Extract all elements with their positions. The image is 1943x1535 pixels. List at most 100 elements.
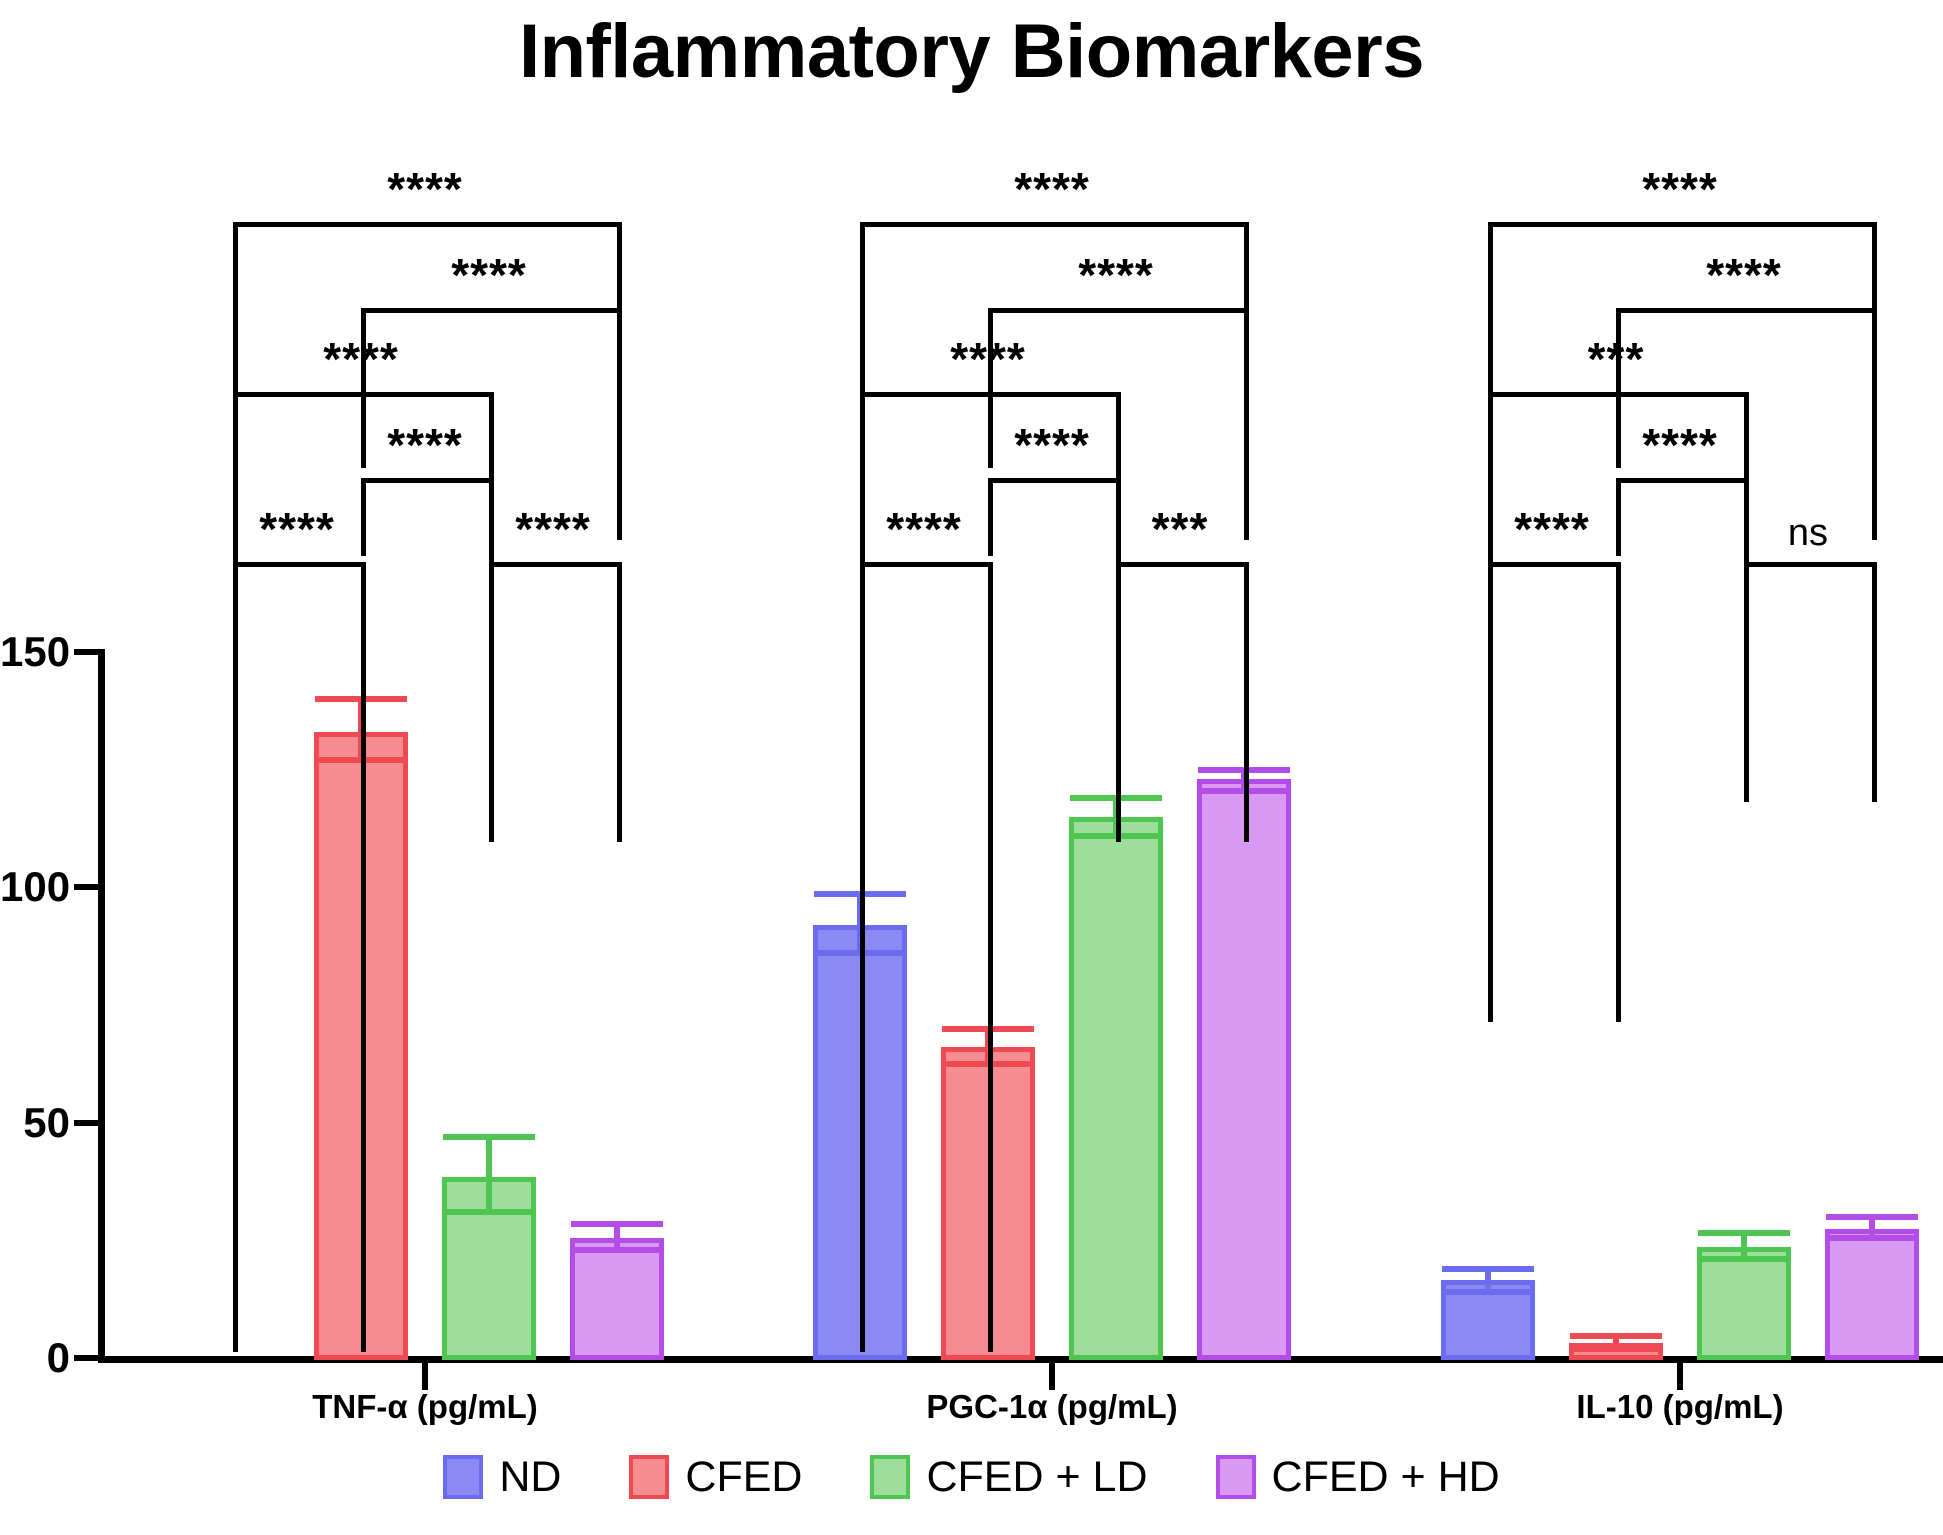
x-axis-group-label: TNF-α (pg/mL) <box>312 1388 538 1425</box>
error-bar-cap-upper <box>1570 1333 1662 1340</box>
bracket-right-arm <box>617 308 622 540</box>
bracket-right-arm <box>1244 562 1249 842</box>
significance-label-stars: **** <box>259 503 335 555</box>
legend-item[interactable]: CFED + LD <box>870 1452 1148 1501</box>
legend-item[interactable]: CFED + HD <box>1215 1452 1500 1501</box>
bracket-left-arm <box>233 562 238 1352</box>
bracket-right-arm <box>1744 392 1749 484</box>
error-bar-cap-upper <box>1698 1230 1790 1237</box>
legend-label: CFED + HD <box>1271 1452 1500 1501</box>
bracket-horizontal <box>988 308 1249 313</box>
bracket-horizontal <box>489 562 622 567</box>
x-axis-tick <box>422 1356 428 1390</box>
error-bar-cap-lower <box>1442 1289 1534 1296</box>
error-bar-cap-upper <box>1826 1213 1918 1220</box>
legend-swatch <box>1215 1455 1256 1499</box>
error-bar-cap-upper <box>443 1133 535 1140</box>
significance-label-stars: **** <box>1642 163 1718 215</box>
significance-label-stars: **** <box>1014 163 1090 215</box>
bracket-horizontal <box>361 308 622 313</box>
x-axis-tick <box>1677 1356 1683 1390</box>
y-axis-line <box>98 649 105 1363</box>
bracket-horizontal <box>1116 562 1249 567</box>
error-bar-stem <box>1613 1336 1619 1349</box>
bracket-right-arm <box>489 392 494 484</box>
y-axis-tick-label: 100 <box>0 863 71 911</box>
significance-label-stars: **** <box>1642 419 1718 471</box>
x-axis-group-label: PGC-1α (pg/mL) <box>926 1388 1178 1425</box>
y-axis-tick <box>74 649 100 655</box>
bracket-horizontal <box>860 222 1249 227</box>
bracket-right-arm <box>1616 562 1621 1022</box>
error-bar-stem <box>1869 1216 1875 1238</box>
error-bar-cap-lower <box>1826 1234 1918 1241</box>
significance-label-stars: **** <box>387 419 463 471</box>
chart-legend: ND CFED CFED + LD CFED + HD <box>0 1455 1943 1499</box>
bar <box>1825 1228 1919 1360</box>
significance-label-stars: **** <box>1706 249 1782 301</box>
bar <box>1197 779 1291 1360</box>
legend-item[interactable]: ND <box>443 1455 561 1499</box>
bracket-right-arm <box>1116 392 1121 484</box>
error-bar-cap-upper <box>1442 1265 1534 1272</box>
error-bar-stem <box>486 1136 492 1213</box>
bracket-horizontal <box>860 392 1121 397</box>
error-bar-cap-lower <box>1570 1345 1662 1352</box>
significance-label-stars: **** <box>451 249 527 301</box>
legend-swatch <box>629 1455 670 1499</box>
legend-swatch <box>870 1455 911 1499</box>
bracket-right-arm <box>1872 308 1877 540</box>
bracket-left-arm <box>1744 562 1749 802</box>
x-axis-group-label: IL-10 (pg/mL) <box>1576 1388 1784 1425</box>
y-axis-tick <box>74 884 100 891</box>
error-bar-cap-lower <box>1698 1256 1790 1263</box>
significance-label-stars: **** <box>323 333 399 385</box>
bracket-right-arm <box>1116 478 1121 628</box>
bracket-horizontal <box>1616 308 1877 313</box>
significance-label-stars: **** <box>1014 419 1090 471</box>
bracket-left-arm <box>860 562 865 1352</box>
bracket-right-arm <box>988 562 993 1352</box>
significance-label-stars: **** <box>950 333 1026 385</box>
error-bar-cap-lower <box>571 1246 663 1253</box>
bracket-horizontal <box>361 478 494 483</box>
error-bar-stem <box>614 1223 620 1250</box>
y-axis-tick-label: 0 <box>46 1334 70 1381</box>
bracket-right-arm <box>1744 478 1749 628</box>
bracket-horizontal <box>1744 562 1877 567</box>
legend-label: CFED <box>685 1452 803 1501</box>
legend-label: CFED + LD <box>926 1452 1148 1501</box>
significance-label-stars: **** <box>387 163 463 215</box>
bracket-horizontal <box>1488 222 1877 227</box>
bracket-horizontal <box>1616 478 1749 483</box>
bracket-horizontal <box>233 392 494 397</box>
bracket-right-arm <box>361 562 366 1352</box>
page-title: Inflammatory Biomarkers <box>518 9 1425 94</box>
error-bar-stem <box>1485 1268 1491 1293</box>
y-axis-tick-label: 150 <box>0 628 71 675</box>
significance-label-stars: *** <box>1151 503 1209 555</box>
significance-label-stars: **** <box>1514 503 1590 555</box>
significance-label-stars: **** <box>886 503 962 555</box>
bracket-left-arm <box>1488 562 1493 1022</box>
bracket-left-arm <box>988 308 993 468</box>
y-axis-tick-label: 50 <box>23 1098 70 1146</box>
bracket-left-arm <box>1116 562 1121 842</box>
bracket-left-arm <box>489 562 494 842</box>
bracket-left-arm <box>1616 478 1621 556</box>
bar <box>570 1237 664 1360</box>
significance-label-ns: ns <box>1787 512 1829 554</box>
bar <box>1697 1247 1791 1360</box>
legend-item[interactable]: CFED <box>629 1455 802 1499</box>
bracket-horizontal <box>1488 392 1749 397</box>
bracket-horizontal <box>233 562 366 567</box>
error-bar-stem <box>1741 1233 1747 1260</box>
significance-label-stars: *** <box>1587 333 1645 385</box>
bracket-horizontal <box>860 562 993 567</box>
significance-label-stars: **** <box>515 503 591 555</box>
bracket-right-arm <box>1872 562 1877 802</box>
bracket-right-arm <box>1244 308 1249 540</box>
bar <box>1069 816 1163 1360</box>
error-bar-cap-lower <box>443 1209 535 1216</box>
bracket-left-arm <box>361 478 366 556</box>
